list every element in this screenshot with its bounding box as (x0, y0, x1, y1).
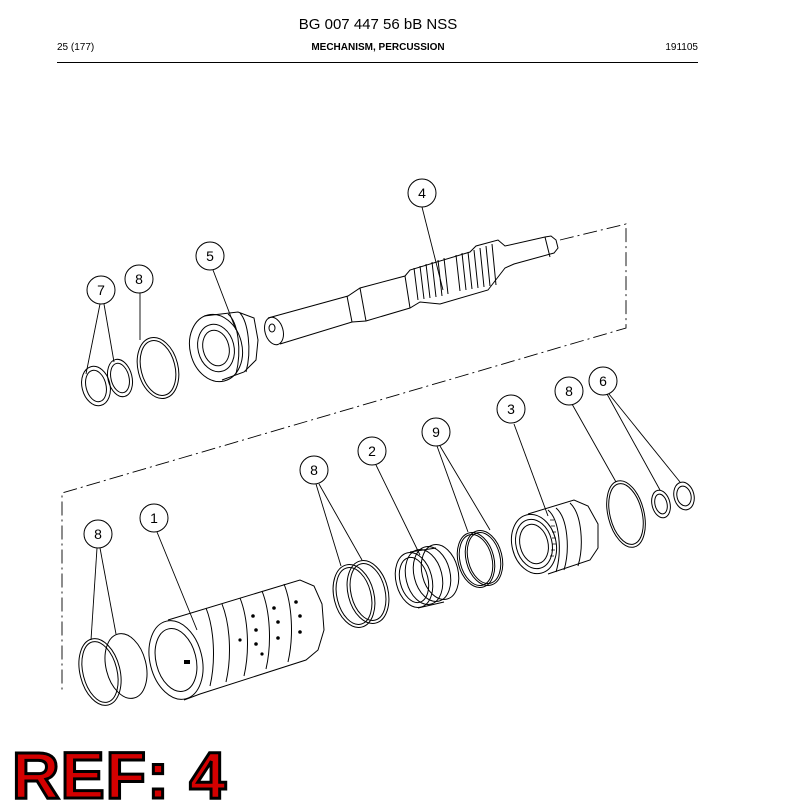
part-9-ring-pair (456, 529, 504, 589)
header-rule (57, 62, 698, 63)
document-code: 191105 (665, 42, 698, 53)
part-7-seal-pair (81, 358, 134, 407)
part-8-oring-top (136, 337, 180, 399)
part-8-oring-left (78, 633, 148, 706)
part-8-oring-middle (332, 560, 390, 628)
reference-label: REF: 4 (10, 738, 228, 812)
callout-8-middle: 8 (310, 462, 318, 478)
assembly-boundary (61, 223, 627, 690)
callout-circles (83, 178, 618, 549)
part-8-oring-right (606, 480, 646, 548)
callout-9: 9 (432, 424, 440, 440)
part-1-ports (238, 600, 302, 656)
callout-8-right: 8 (565, 383, 573, 399)
section-title: MECHANISM, PERCUSSION (311, 42, 445, 53)
callout-8-left: 8 (94, 526, 102, 542)
part-4-piston (264, 235, 559, 346)
part-2-ring-set (394, 543, 460, 609)
callout-numbers: 4 5 7 8 1 8 8 2 9 3 8 6 (94, 185, 607, 542)
part-4-grooves (413, 243, 497, 301)
callout-3: 3 (507, 401, 515, 417)
callout-6: 6 (599, 373, 607, 389)
callout-7: 7 (97, 282, 105, 298)
part-3-rollers (550, 519, 556, 557)
document-title: BG 007 447 56 bB NSS (298, 16, 458, 33)
page-number: 25 (177) (57, 42, 95, 53)
part-3-valve (510, 499, 599, 575)
part-5-bushing (188, 311, 259, 383)
part-6-seal-pair (651, 481, 695, 519)
callout-1: 1 (150, 510, 158, 526)
callout-4: 4 (418, 185, 426, 201)
leader-lines (85, 206, 681, 641)
callout-5: 5 (206, 248, 214, 264)
callout-2: 2 (368, 443, 376, 459)
part-1-cylinder (148, 579, 325, 701)
callout-8-top: 8 (135, 271, 143, 287)
